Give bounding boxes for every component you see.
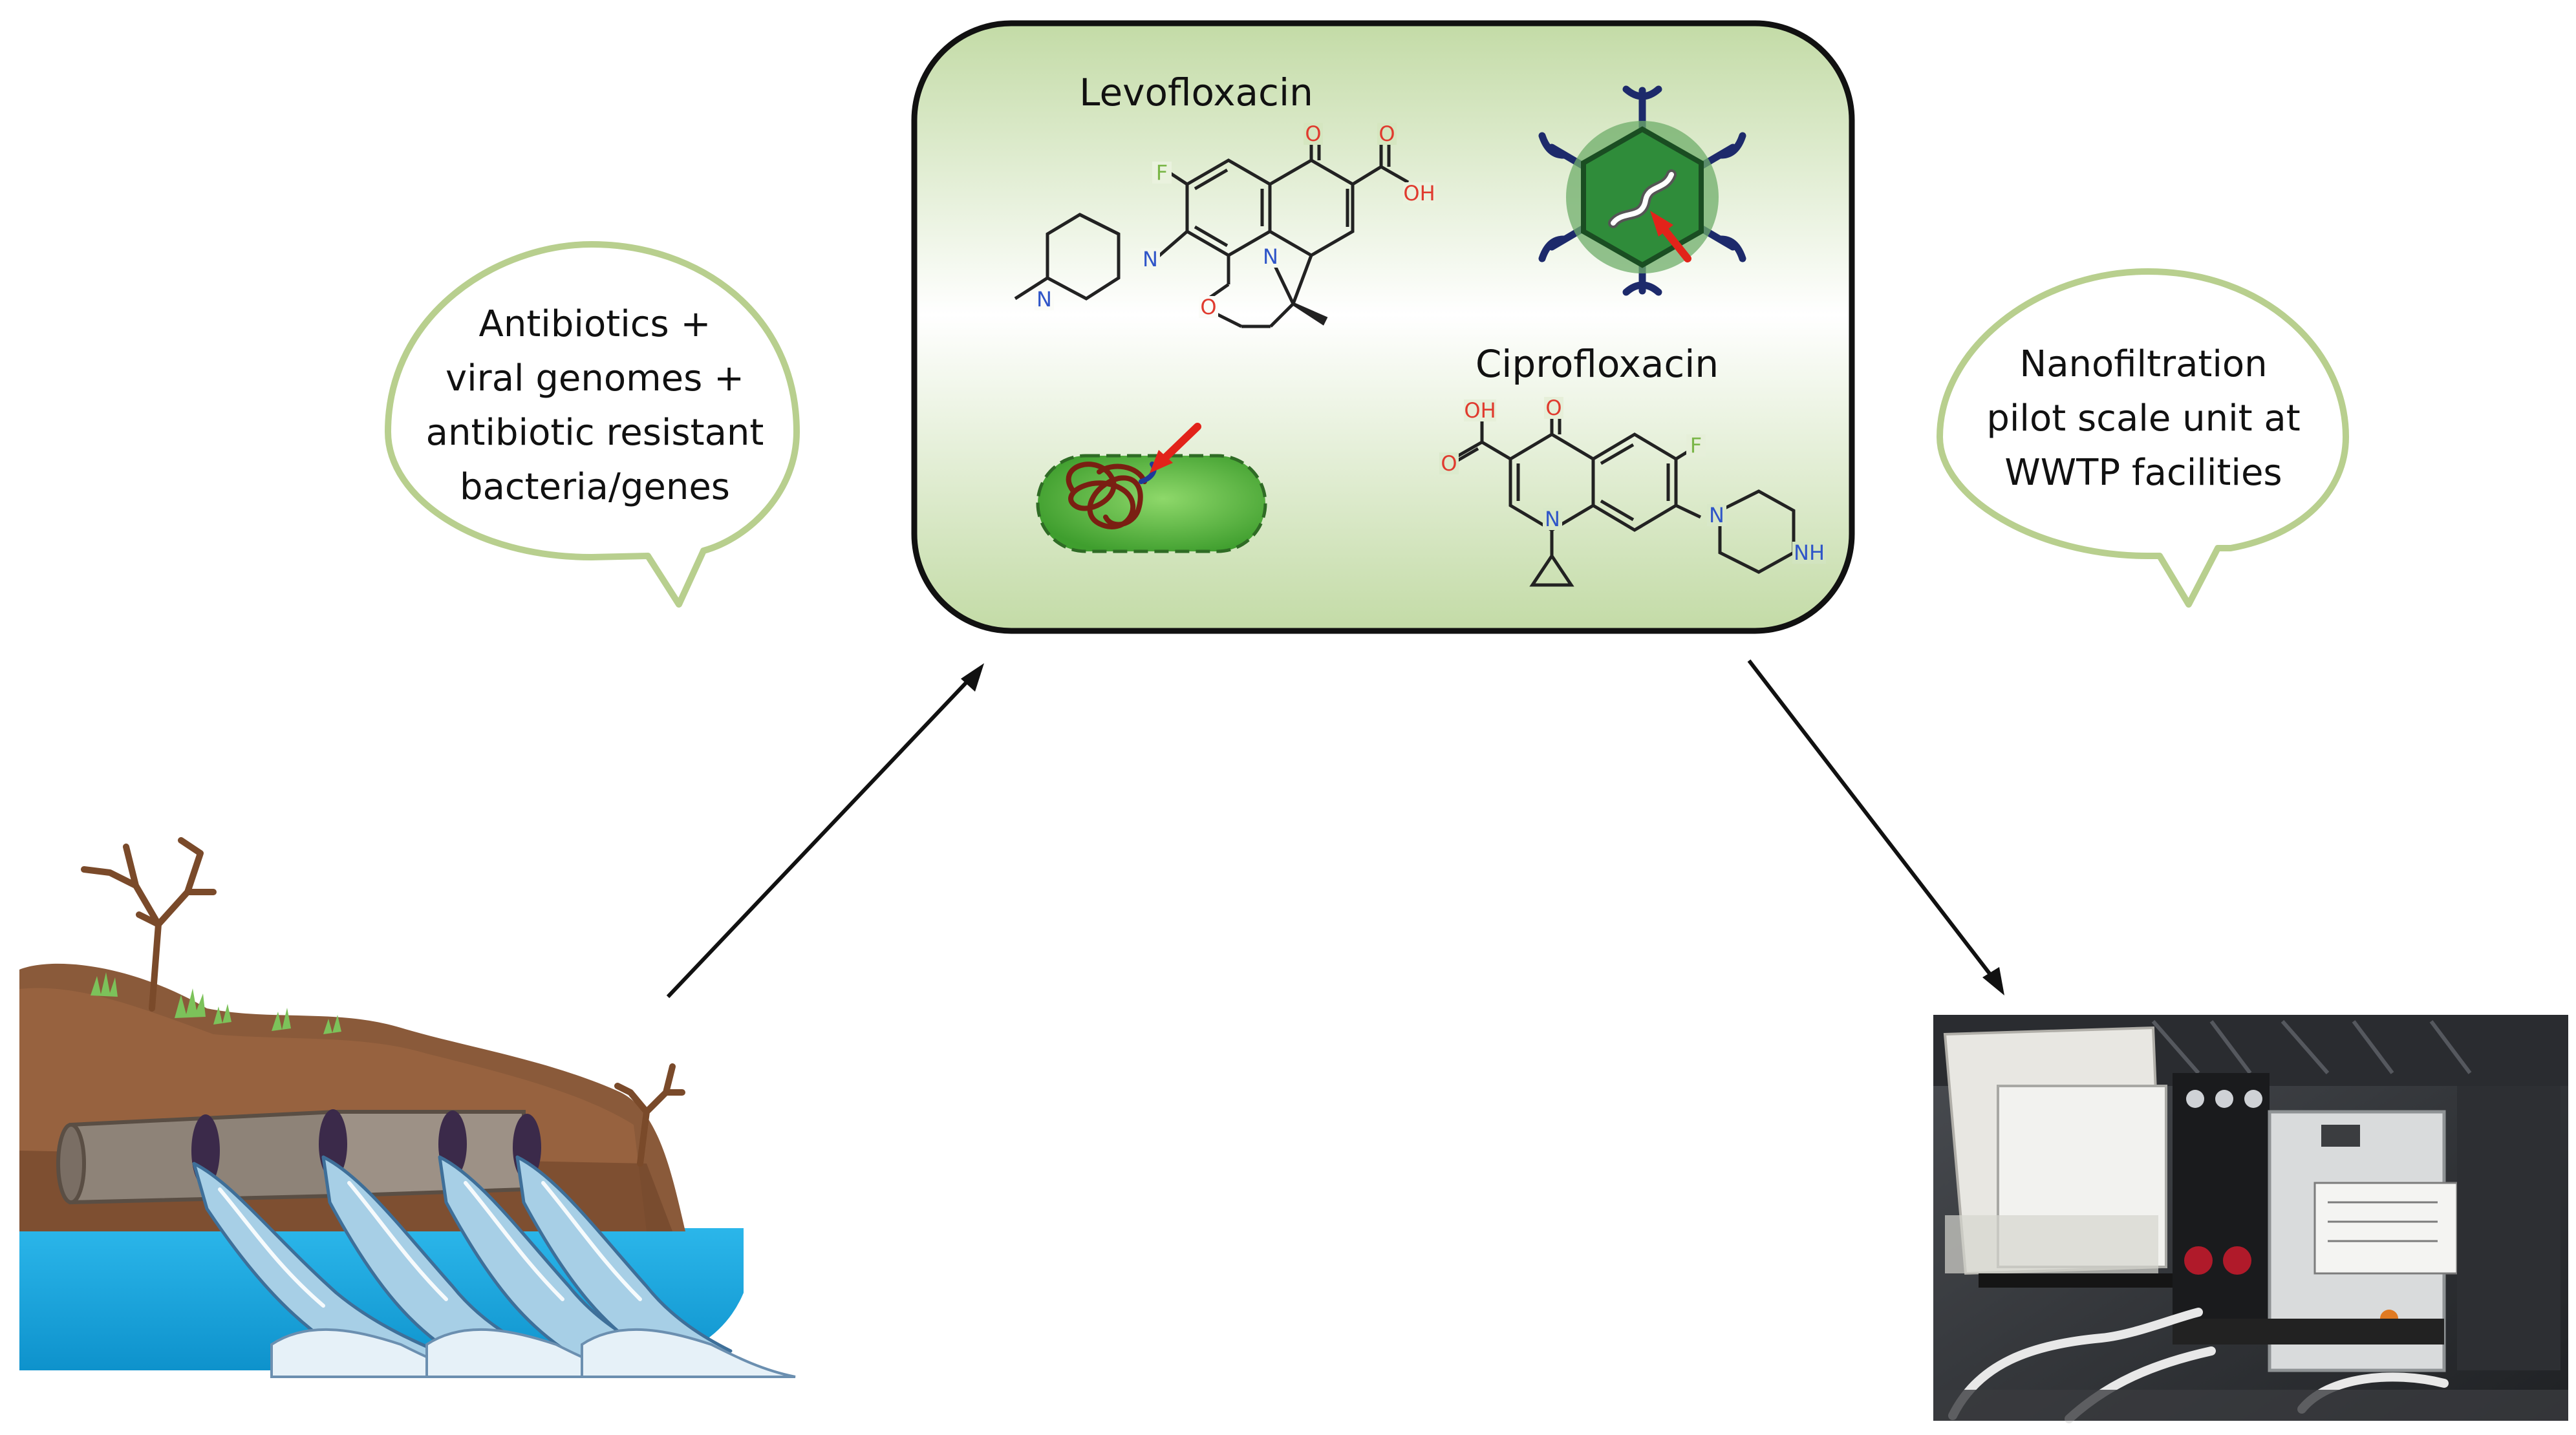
left-speech-bubble bbox=[385, 241, 800, 608]
left-bubble-line: bacteria/genes bbox=[460, 466, 730, 508]
wastewater-outfall-illustration bbox=[19, 837, 796, 1378]
cipro-atom-f: F bbox=[1690, 433, 1702, 458]
arrow-to-panel bbox=[666, 663, 984, 999]
levofloxacin-atoms bbox=[1035, 123, 1435, 318]
levofloxacin-structure bbox=[1014, 136, 1410, 328]
cipro-atom-oh: OH bbox=[1464, 398, 1496, 423]
virus-red-arrow bbox=[1650, 211, 1691, 262]
ciprofloxacin-atoms-bg bbox=[1439, 397, 1826, 564]
pilot-unit-photo bbox=[1933, 1015, 2568, 1423]
right-bubble-text-block: Nanofiltration pilot scale unit at WWTP … bbox=[1953, 337, 2334, 500]
bacterium-red-arrow bbox=[1150, 423, 1201, 473]
right-speech-bubble bbox=[1937, 268, 2349, 608]
left-bubble-text: Antibiotics + viral genomes + antibiotic… bbox=[401, 297, 789, 515]
levofloxacin-title: Levofloxacin bbox=[1079, 70, 1313, 114]
right-bubble-line: pilot scale unit at bbox=[1986, 398, 2301, 440]
cipro-atom-o-acid: O bbox=[1441, 451, 1457, 476]
levo-atom-o-ring: O bbox=[1200, 295, 1217, 319]
right-bubble-line: Nanofiltration bbox=[2019, 343, 2268, 385]
virus-icon bbox=[1538, 85, 1746, 296]
bacterium-icon bbox=[1036, 454, 1267, 553]
levo-atom-o-acid: O bbox=[1379, 122, 1395, 146]
levo-atom-n-methyl: N bbox=[1036, 287, 1052, 312]
cipro-atom-n-piperazine: N bbox=[1709, 503, 1724, 527]
levo-atom-n-piperazine: N bbox=[1143, 247, 1158, 271]
arrow-to-pilot-unit bbox=[1747, 659, 2004, 995]
ciprofloxacin-structure bbox=[1452, 410, 1796, 587]
left-bubble-line: Antibiotics + bbox=[478, 303, 711, 345]
cipro-atom-n-ring: N bbox=[1545, 507, 1560, 531]
ciprofloxacin-title: Ciprofloxacin bbox=[1475, 342, 1719, 386]
right-bubble-line: WWTP facilities bbox=[2004, 452, 2282, 494]
left-bubble-line: viral genomes + bbox=[445, 357, 745, 399]
levo-atom-oh: OH bbox=[1403, 181, 1435, 206]
cipro-atom-o-carbonyl: O bbox=[1545, 396, 1562, 420]
levo-atom-f: F bbox=[1155, 160, 1168, 185]
left-bubble-line: antibiotic resistant bbox=[425, 412, 764, 454]
levo-atom-o-carbonyl: O bbox=[1305, 122, 1322, 146]
cipro-atom-nh: NH bbox=[1794, 540, 1825, 565]
levo-atom-n-ring: N bbox=[1263, 244, 1278, 269]
